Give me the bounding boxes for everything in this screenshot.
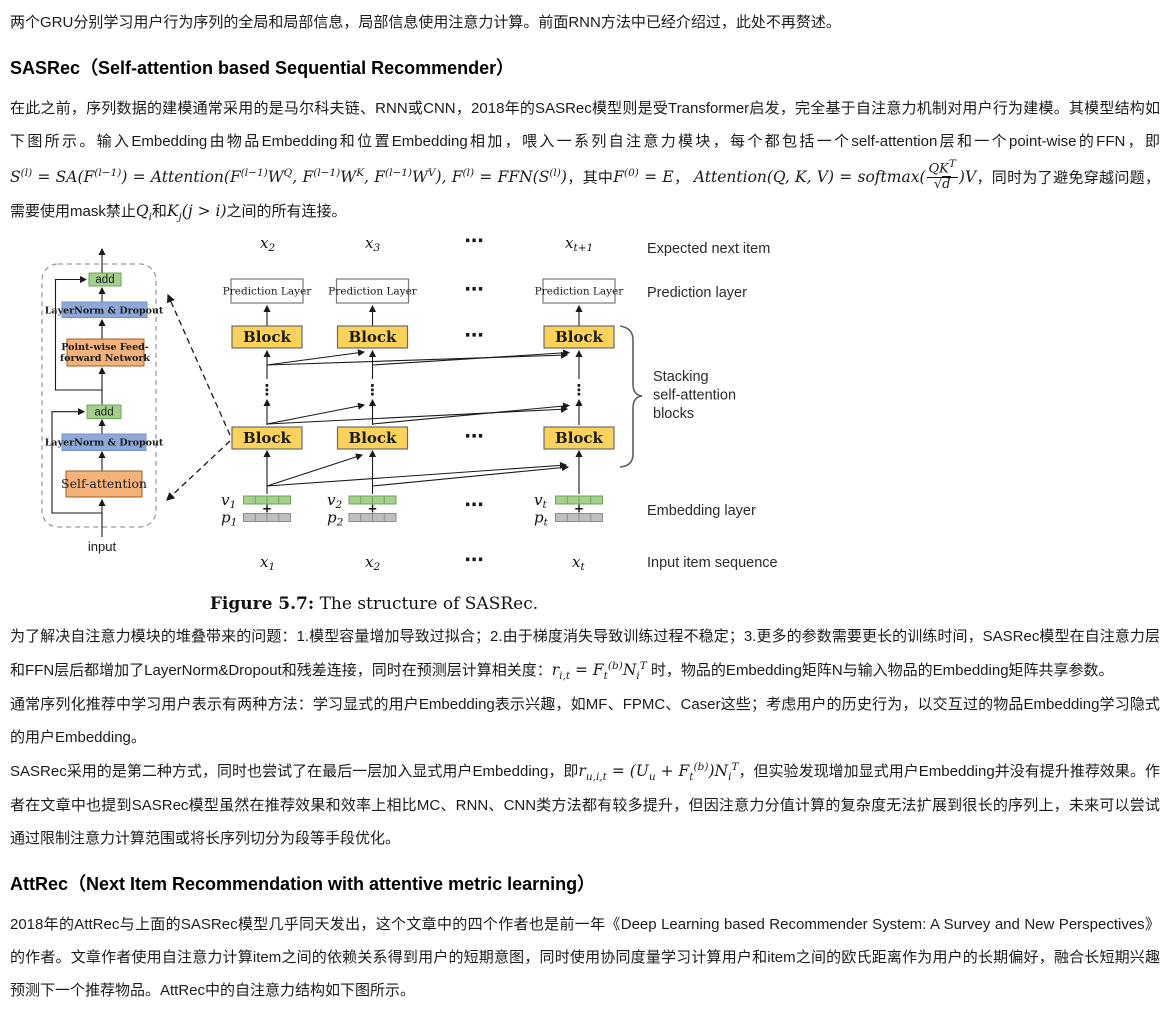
stacking-annotation-line2: self-attention [653, 387, 736, 403]
intro-paragraph: 两个GRU分别学习用户行为序列的全局和局部信息，局部信息使用注意力计算。前面RN… [10, 14, 841, 31]
plus-icon: + [262, 501, 272, 515]
sasrec-paragraph-4: SASRec采用的是第二种方式，同时也尝试了在最后一层加入显式用户Embeddi… [10, 760, 1160, 847]
vdots: ⋮ [572, 381, 587, 399]
block-box [543, 324, 615, 349]
pointwise-ffn-box [66, 338, 145, 367]
hdots: ⋯ [465, 425, 484, 447]
zoom-connector-arrows [166, 293, 231, 501]
block-box [231, 324, 303, 349]
residual-connection-upper [54, 275, 102, 391]
item-embedding-label: vt [534, 491, 547, 511]
attention-arrows [263, 304, 583, 494]
plus-icon: + [574, 501, 584, 515]
hdots: ⋯ [465, 278, 484, 300]
block-label: Block [349, 429, 398, 447]
block-label: Block [555, 429, 604, 447]
add-label: add [95, 274, 114, 286]
block-box [231, 425, 303, 450]
prediction-layer-box [542, 277, 616, 304]
block-label: Block [243, 429, 292, 447]
self-attention-box [65, 470, 143, 498]
block-box [336, 425, 409, 450]
stacking-brace [619, 324, 643, 468]
block-label: Block [243, 328, 292, 346]
position-embedding-label: p2 [327, 508, 344, 528]
stacking-annotation-line3: blocks [653, 406, 694, 422]
residual-connection-lower [51, 407, 102, 514]
block-box [336, 324, 409, 349]
sequence-labels: x2 x3 xt+1 x1 x2 xt v1 p1 v2 p2 vt pt [221, 234, 593, 573]
pointwise-ffn-label-line1: Point-wise Feed- [61, 342, 149, 353]
hdots: ⋯ [465, 549, 484, 571]
sasrec-figure: Self-attention LayerNorm & Dropout add P… [24, 230, 784, 614]
self-attention-label: Self-attention [61, 476, 147, 491]
sasrec-paragraph-3: 通常序列化推荐中学习用户表示有两种方法：学习显式的用户Embedding表示兴趣… [10, 695, 1160, 746]
plus-icon: + [367, 501, 377, 515]
add-label: add [94, 406, 113, 418]
vdots: ⋮ [260, 381, 275, 399]
embedding-layer-annotation: Embedding layer [647, 503, 756, 519]
add-box [86, 404, 122, 419]
self-attention-blocks: Block Block Block Block Block Block [231, 324, 615, 450]
attrec-heading: AttRec（Next Item Recommendation with att… [10, 873, 596, 894]
vdots: ⋮ [365, 381, 380, 399]
pointwise-ffn-label-line2: forward Network [60, 353, 150, 364]
prediction-layers: Prediction Layer Prediction Layer Predic… [223, 277, 625, 304]
figure-caption: Figure 5.7: The structure of SASRec. [24, 594, 724, 614]
figure-caption-label: Figure 5.7: [209, 593, 315, 614]
embedding-layer-bars: + + + [243, 495, 603, 522]
layernorm-dropout-label: LayerNorm & Dropout [45, 437, 164, 448]
prediction-layer-label: Prediction Layer [535, 285, 625, 297]
sasrec-paragraph-1: 在此之前，序列数据的建模通常采用的是马尔科夫链、RNN或CNN，2018年的SA… [10, 100, 1161, 224]
prediction-layer-label: Prediction Layer [328, 285, 418, 297]
ellipsis-dots: ⋯ ⋯ ⋯ ⋯ ⋯ ⋯ ⋮ ⋮ ⋮ [260, 230, 587, 571]
hdots: ⋯ [465, 324, 484, 346]
prediction-layer-annotation: Prediction layer [647, 285, 747, 301]
input-item-label: x2 [365, 553, 380, 573]
block-label: Block [555, 328, 604, 346]
figure-caption-text: The structure of SASRec. [314, 593, 539, 614]
hdots: ⋯ [465, 494, 484, 516]
block-label: Block [349, 328, 398, 346]
prediction-layer-box [335, 277, 410, 304]
main-diagram: Block Block Block Block Block Block Pred… [221, 230, 778, 573]
prediction-layer-box [230, 277, 304, 304]
item-embedding-label: v2 [327, 491, 342, 511]
sasrec-paragraph-2: 为了解决自注意力模块的堆叠带来的问题：1.模型容量增加导致过拟合；2.由于梯度消… [10, 627, 1160, 682]
detail-dashed-border [41, 262, 157, 528]
item-embedding-label: v1 [221, 491, 236, 511]
detail-arrows [51, 247, 106, 537]
layernorm-dropout-box [61, 433, 147, 451]
expected-item-label: x2 [260, 234, 275, 254]
input-item-label: xt [572, 553, 585, 573]
side-annotations: Expected next item Prediction layer Stac… [647, 241, 778, 571]
self-attention-block-detail: Self-attention LayerNorm & Dropout add P… [41, 247, 164, 554]
add-box [88, 272, 122, 287]
sasrec-architecture-diagram: Self-attention LayerNorm & Dropout add P… [41, 230, 778, 573]
input-item-label: x1 [260, 553, 275, 573]
stacking-annotation-line1: Stacking [653, 369, 709, 385]
attrec-paragraph-1: 2018年的AttRec与上面的SASRec模型几乎同天发出，这个文章中的四个作… [10, 915, 1160, 999]
block-box [543, 425, 615, 450]
input-item-sequence-annotation: Input item sequence [647, 555, 778, 571]
hdots: ⋯ [465, 234, 484, 252]
prediction-layer-label: Prediction Layer [223, 285, 313, 297]
expected-item-label: xt+1 [565, 234, 593, 254]
sasrec-heading: SASRec（Self-attention based Sequential R… [10, 58, 515, 78]
expected-item-label: x3 [365, 234, 380, 254]
layernorm-dropout-label: LayerNorm & Dropout [45, 305, 164, 316]
input-label: input [88, 539, 117, 554]
position-embedding-label: pt [534, 508, 549, 528]
position-embedding-label: p1 [221, 508, 237, 528]
layernorm-dropout-box [61, 301, 148, 318]
expected-next-item-annotation: Expected next item [647, 241, 770, 257]
